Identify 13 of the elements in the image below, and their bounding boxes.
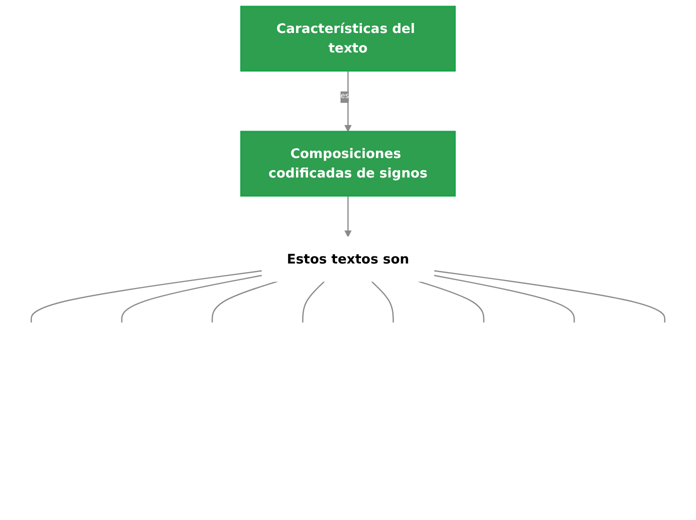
connector [434, 270, 666, 322]
node-box: Composiciones codificadas de signos [240, 130, 456, 197]
arrow [344, 196, 352, 238]
connector [121, 274, 262, 322]
connector [371, 280, 394, 322]
connector [212, 280, 278, 322]
connector [418, 280, 484, 322]
connector [434, 274, 575, 322]
node-box: Características del texto [240, 6, 456, 72]
connector [30, 270, 262, 322]
node-text: Estos textos son [286, 250, 410, 267]
arrow [344, 70, 352, 132]
connector [302, 280, 325, 322]
